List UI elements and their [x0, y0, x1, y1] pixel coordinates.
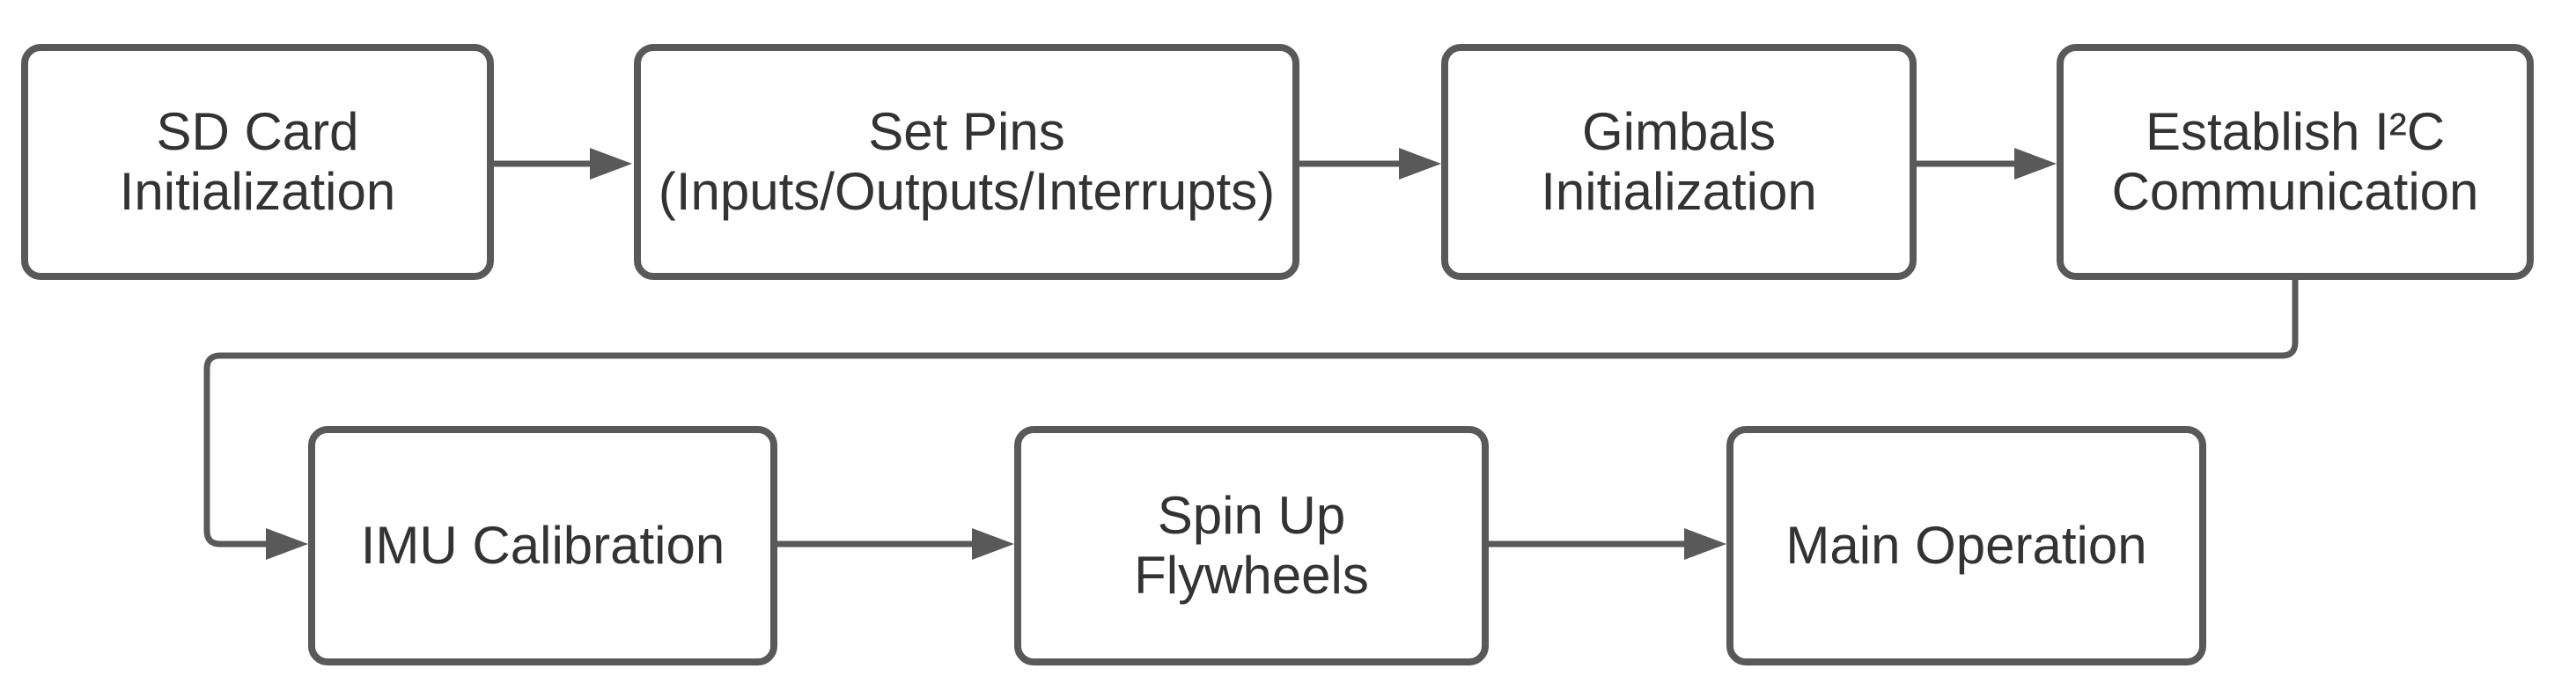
arrowhead-icon [266, 528, 308, 560]
node-spin-up-flywheels: Spin Up Flywheels [1014, 426, 1489, 665]
node-label: IMU Calibration [360, 516, 725, 575]
arrowhead-icon [2014, 148, 2057, 180]
node-label: Main Operation [1785, 516, 2147, 575]
edge-spin-up-to-main-operation [1489, 528, 1726, 560]
node-label: Spin Up Flywheels [1134, 486, 1369, 605]
edge-gimbals-to-establish-i2c [1917, 148, 2057, 180]
node-set-pins: Set Pins (Inputs/Outputs/Interrupts) [634, 44, 1299, 280]
arrowhead-icon [1684, 528, 1726, 560]
edge-imu-calibration-to-spin-up [777, 528, 1014, 560]
arrowhead-icon [590, 148, 632, 180]
edge-line [203, 276, 2299, 548]
node-label: SD Card Initialization [119, 102, 396, 221]
node-sd-card-initialization: SD Card Initialization [21, 44, 494, 280]
node-label: Set Pins (Inputs/Outputs/Interrupts) [658, 102, 1276, 221]
arrowhead-icon [972, 528, 1014, 560]
edge-sd-card-to-set-pins [493, 148, 632, 180]
edge-establish-i2c-to-imu-calibration [203, 276, 2299, 560]
node-label: Gimbals Initialization [1541, 102, 1817, 221]
node-establish-i2c-communication: Establish I²C Communication [2057, 44, 2534, 280]
node-label: Establish I²C Communication [2111, 102, 2479, 221]
node-main-operation: Main Operation [1726, 426, 2206, 665]
edge-set-pins-to-gimbals [1299, 148, 1441, 180]
arrowhead-icon [1399, 148, 1441, 180]
node-imu-calibration: IMU Calibration [308, 426, 777, 665]
node-gimbals-initialization: Gimbals Initialization [1441, 44, 1917, 280]
